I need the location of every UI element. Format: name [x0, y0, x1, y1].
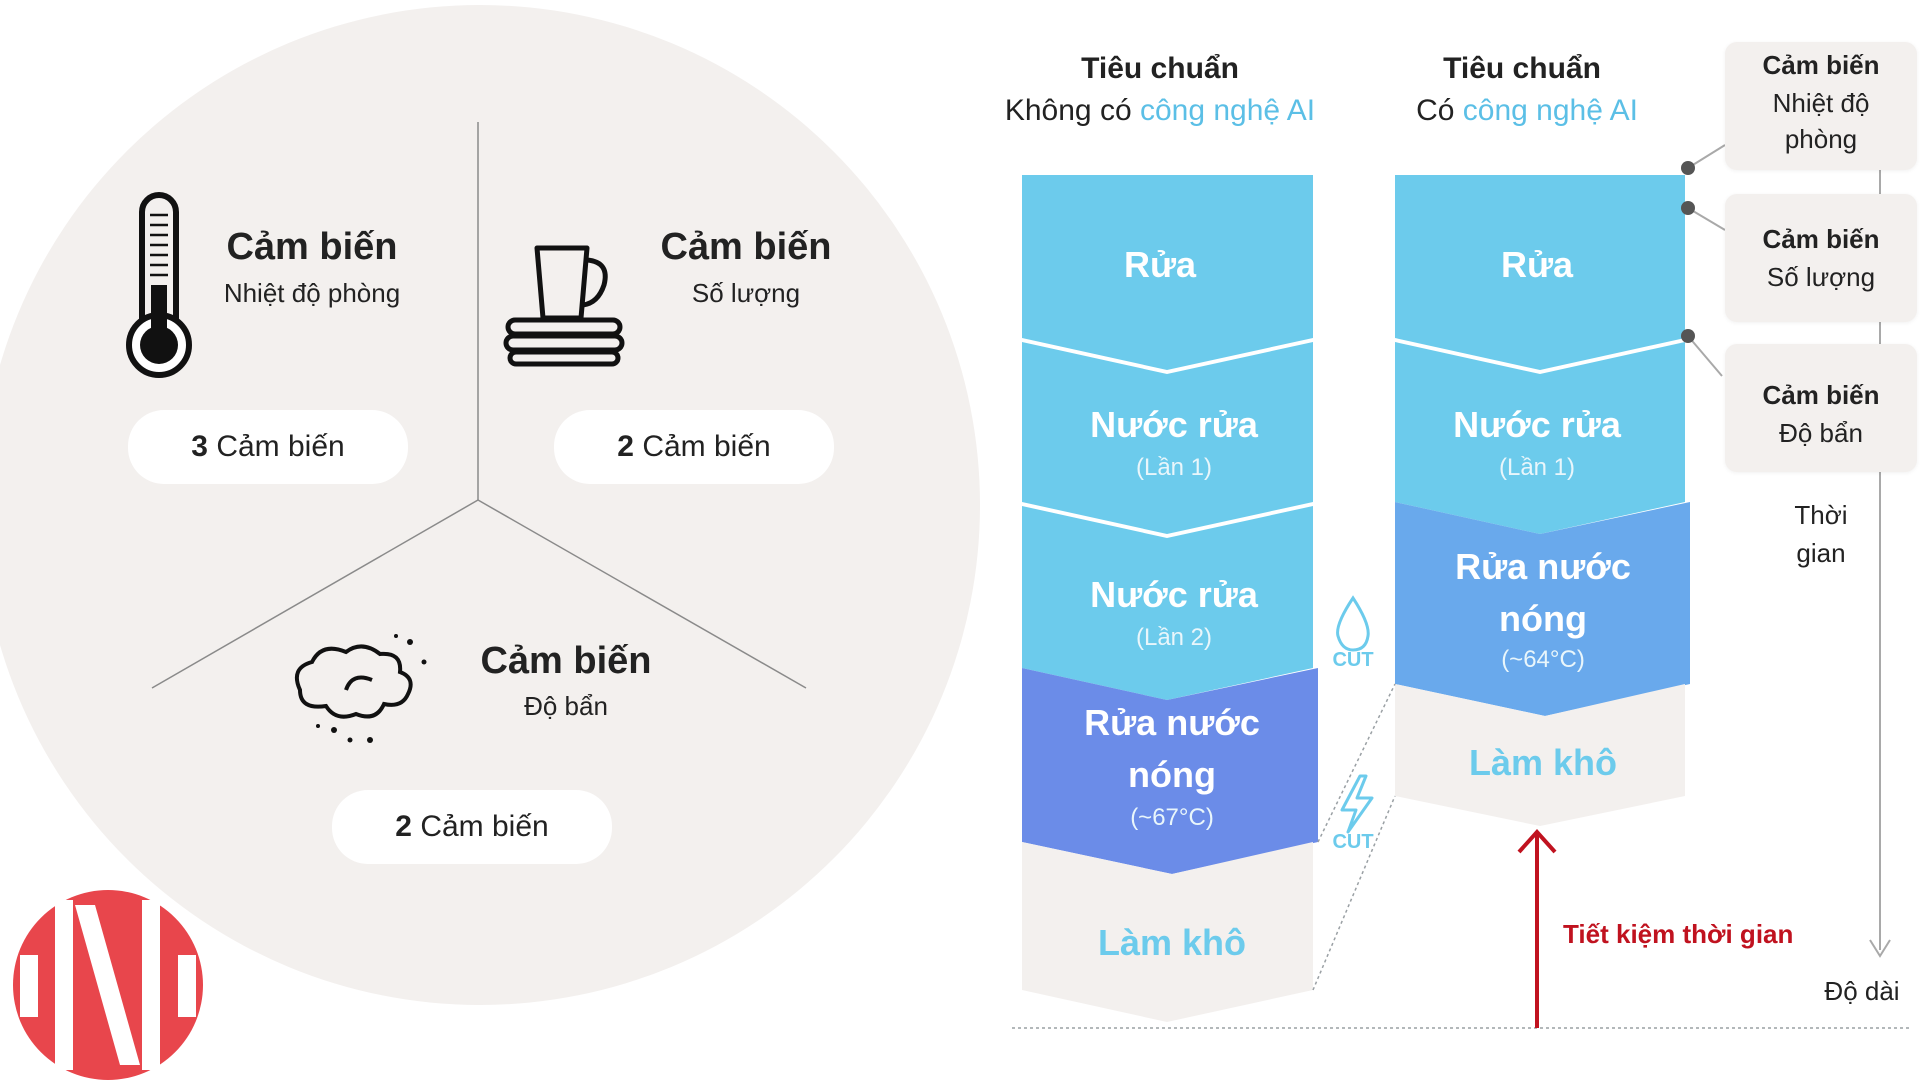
- qty-sensor-count-label: Cảm biến: [642, 430, 771, 463]
- thermometer-icon: [126, 192, 192, 378]
- sensor-circle: [0, 5, 980, 1005]
- qty-sensor-title: Cảm biến: [660, 226, 832, 268]
- stage-rinse1-standard: [1022, 342, 1313, 534]
- ai-hot-line1: Rửa nước: [1455, 546, 1631, 587]
- dirt-sensor-count-num: 2: [395, 810, 412, 843]
- standard-hot-temp: (~67°C): [1130, 804, 1214, 831]
- ai-column: [1395, 175, 1690, 826]
- savings-arrow: [1517, 829, 1557, 1028]
- right-sensor-3-title: Cảm biến: [1762, 380, 1880, 410]
- standard-dry-label: Làm khô: [1097, 922, 1247, 963]
- dirt-sensor-count-pill: 2 Cảm biến: [332, 790, 612, 864]
- right-sensor-3-line1: Độ bẩn: [1779, 418, 1863, 448]
- ai-rinse1-label: Nước rửa: [1453, 404, 1621, 445]
- ai-hot-line2: nóng: [1499, 598, 1587, 639]
- standard-hot-line1: Rửa nước: [1084, 702, 1260, 743]
- right-sensor-card-3: [1725, 344, 1917, 472]
- dirt-sensor-count-label: Cảm biến: [420, 810, 549, 843]
- lightning-icon: [1340, 774, 1374, 834]
- stage-rinse2-standard: [1022, 506, 1313, 700]
- standard-column-title: Tiêu chuẩn: [1081, 52, 1239, 85]
- stage-wash-ai: [1395, 175, 1685, 370]
- cut-label-1: CUT: [1332, 649, 1374, 671]
- standard-hot-line2: nóng: [1128, 754, 1216, 795]
- cut-guides: [1012, 683, 1910, 1029]
- right-sensor-1-line2: phòng: [1784, 124, 1858, 154]
- ai-column-title: Tiêu chuẩn: [1443, 52, 1601, 85]
- cut-label-2: CUT: [1332, 831, 1374, 853]
- stage-dry-ai: [1395, 684, 1685, 826]
- right-sensor-2-title: Cảm biến: [1762, 224, 1880, 254]
- stage-wash-standard: [1022, 175, 1313, 370]
- sensor-connector-dots: [1681, 161, 1695, 343]
- standard-column-subtitle: Không có công nghệ AI: [1004, 94, 1316, 127]
- standard-wash-label: Rửa: [1123, 244, 1197, 285]
- savings-label: Tiết kiệm thời gian: [1563, 919, 1794, 949]
- right-sensor-2-line1: Số lượng: [1766, 262, 1876, 292]
- water-drop-icon: [1336, 595, 1370, 652]
- ai-dry-label: Làm khô: [1468, 742, 1618, 783]
- axis-time-line1: Thời: [1794, 500, 1848, 530]
- temp-sensor-count-label: Cảm biến: [216, 430, 345, 463]
- cup-plates-icon: [503, 245, 625, 367]
- standard-column: [1022, 175, 1318, 1022]
- ai-column-subtitle: Có công nghệ AI: [1416, 94, 1638, 127]
- standard-rinse2-label: Nước rửa: [1090, 574, 1258, 615]
- right-sensor-1-line1: Nhiệt độ: [1772, 88, 1870, 118]
- stage-hot-ai: [1395, 502, 1690, 716]
- stage-hot-standard: [1022, 668, 1318, 874]
- axis-length: Độ dài: [1824, 976, 1900, 1006]
- logo: [13, 890, 203, 1080]
- standard-rinse1-label: Nước rửa: [1090, 404, 1258, 445]
- temp-sensor-count-pill: 3 Cảm biến: [128, 410, 408, 484]
- ai-wash-label: Rửa: [1500, 244, 1574, 285]
- standard-rinse1-sub: (Lần 1): [1135, 454, 1213, 481]
- temp-sensor-count-num: 3: [191, 430, 208, 463]
- dust-cloud-icon: [295, 634, 427, 743]
- qty-sensor-subtitle: Số lượng: [691, 278, 801, 308]
- stage-rinse1-ai: [1395, 342, 1685, 534]
- temp-sensor-title: Cảm biến: [226, 226, 398, 268]
- ai-hot-temp: (~64°C): [1501, 646, 1585, 673]
- dirt-sensor-subtitle: Độ bẩn: [524, 691, 608, 721]
- ai-rinse1-sub: (Lần 1): [1498, 454, 1576, 481]
- right-sensor-card-1: [1725, 42, 1917, 170]
- qty-sensor-count-num: 2: [617, 430, 634, 463]
- right-sensor-1-title: Cảm biến: [1762, 50, 1880, 80]
- stage-dry-standard: [1022, 842, 1313, 1022]
- temp-sensor-subtitle: Nhiệt độ phòng: [223, 278, 401, 308]
- circle-dividers: [151, 122, 807, 689]
- right-sensor-card-2: [1725, 194, 1917, 322]
- dirt-sensor-title: Cảm biến: [480, 640, 652, 682]
- standard-rinse2-sub: (Lần 2): [1135, 624, 1213, 651]
- axis-time-line2: gian: [1796, 538, 1846, 568]
- qty-sensor-count-pill: 2 Cảm biến: [554, 410, 834, 484]
